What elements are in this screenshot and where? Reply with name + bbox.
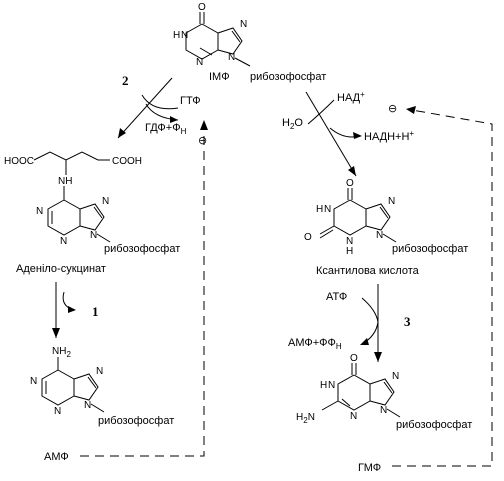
amp-n9: N — [84, 400, 91, 411]
xanthylic-molecule: O O H N N H N N рибозофосфат Ксантилова … — [304, 178, 468, 277]
ox-nad: НАД+ — [337, 90, 365, 104]
gmp-molecule: O H N H2N N N N рибозофосфат ГМФ — [296, 353, 472, 474]
imp-oxygen: O — [198, 2, 206, 13]
r2-gtp: ГТФ — [180, 95, 201, 107]
imp-n1: N — [181, 30, 188, 41]
xa-n7: N — [388, 196, 395, 207]
as-nh: NH — [58, 176, 72, 187]
reaction-1: 1 — [52, 282, 99, 338]
gmp-n9: N — [380, 405, 387, 416]
imp-substituent: рибозофосфат — [250, 71, 326, 83]
amp-n3: N — [54, 406, 61, 417]
gmp-h1: H — [320, 380, 327, 391]
xa-n3: N — [346, 236, 353, 247]
ox-nadh: НАДН+Н+ — [364, 129, 414, 143]
imp-n7: N — [240, 19, 247, 30]
gmp-name: ГМФ — [358, 462, 381, 474]
xa-n1: N — [324, 204, 331, 215]
gmp-n7: N — [392, 371, 399, 382]
as-substituent: рибозофосфат — [104, 243, 180, 255]
reaction-oxidation: H2O НАД+ НАДН+Н+ — [282, 90, 414, 177]
amp-substituent: рибозофосфат — [98, 415, 174, 427]
gmp-substituent: рибозофосфат — [396, 419, 472, 431]
reaction-1-number: 1 — [92, 304, 99, 319]
reaction-3-number: 3 — [404, 314, 411, 329]
xa-o6: O — [346, 178, 354, 189]
amp-molecule: NH2 N N N N рибозофосфат АМФ — [30, 346, 174, 463]
r3-atp: АТФ — [326, 291, 347, 303]
gmp-n3: N — [350, 411, 357, 422]
as-n1: N — [36, 206, 43, 217]
as-n9: N — [90, 230, 97, 241]
imp-h-label: H — [173, 30, 180, 41]
xa-substituent: рибозофосфат — [392, 243, 468, 255]
amp-n7: N — [96, 366, 103, 377]
as-n3: N — [60, 236, 67, 247]
imp-molecule: O H N N N N рибозофосфат IMФ — [173, 2, 326, 83]
imp-n9: N — [228, 52, 235, 63]
as-hooc: HOOC — [4, 156, 34, 167]
as-name: Аденіло-сукцинат — [16, 263, 106, 275]
reaction-2: 2 ГТФ ГДФ+ФН — [117, 73, 201, 139]
imp-name: IMФ — [209, 71, 230, 83]
amp-nh2: NH2 — [52, 346, 71, 359]
r3-curve-in — [361, 297, 379, 323]
feedback-gmp: ⊖ — [388, 103, 493, 467]
as-n7: N — [102, 196, 109, 207]
xa-o2: O — [304, 232, 312, 243]
adenylosuccinate-molecule: HOOC COOH NH N N N N рибозофосфат Аденіл… — [4, 151, 180, 275]
feedback-amp: ⊖ — [80, 120, 208, 457]
imp-double-bond — [199, 47, 213, 56]
as-cooh: COOH — [112, 156, 142, 167]
xa-n9: N — [376, 230, 383, 241]
xa-h3: H — [346, 246, 353, 257]
gmp-n1: N — [328, 380, 335, 391]
imp-n3: N — [196, 57, 203, 68]
gmp-o6: O — [350, 353, 358, 364]
r2-gdp: ГДФ+ФН — [145, 122, 187, 136]
xa-h1: H — [316, 204, 323, 215]
ox-water: H2O — [282, 117, 303, 131]
amp-inhibition: ⊖ — [198, 135, 207, 147]
r2-curve-in — [141, 94, 179, 110]
reaction-2-number: 2 — [122, 73, 129, 88]
r3-amp: АМФ+ФФН — [288, 337, 342, 351]
gmp-h2n: H2N — [296, 412, 315, 425]
amp-n1: N — [30, 376, 37, 387]
gmp-inhibition: ⊖ — [388, 103, 397, 115]
reaction-3: АТФ АМФ+ФФН 3 — [288, 284, 411, 362]
imp-double-bond-2 — [231, 30, 241, 43]
xa-name: Ксантилова кислота — [316, 265, 420, 277]
ox-curve-in — [307, 99, 335, 125]
amp-name: АМФ — [44, 451, 69, 463]
